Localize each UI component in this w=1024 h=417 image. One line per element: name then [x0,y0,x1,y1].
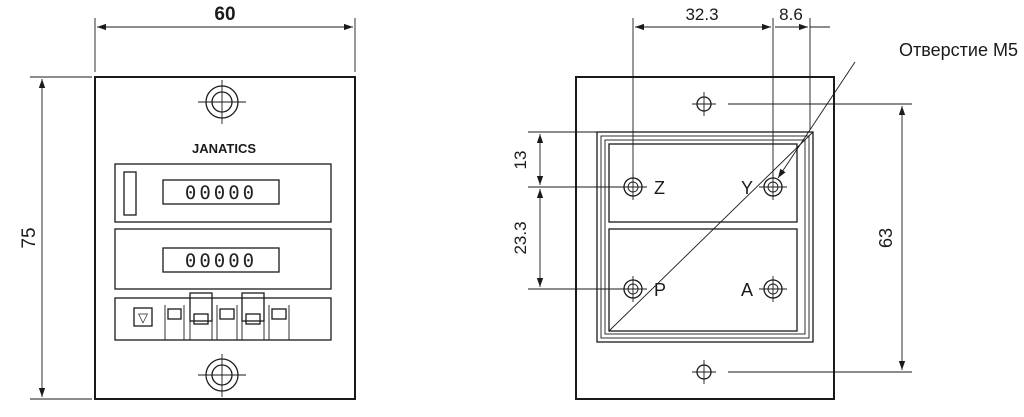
front-view: 60 75 JANATICS 00000 [19,4,356,400]
top-mounting-hole-icon [198,80,246,124]
dip-switch-5[interactable] [268,305,290,340]
front-panel [94,76,356,400]
top-counter: 00000 [114,163,332,223]
right-dimension: 63 [876,106,906,370]
dip-switch-1[interactable] [164,305,185,340]
dim-13: 13 [511,151,530,170]
height-label: 75 [19,227,40,248]
dim-23-3: 23.3 [511,221,530,254]
terminal-a-label: A [741,280,753,300]
reset-button[interactable] [133,307,153,327]
terminal-p-label: P [654,280,666,300]
terminal-p-icon [619,276,647,302]
dip-switch-3[interactable] [216,305,238,340]
bottom-counter: 00000 [114,228,332,290]
dip-switch-4[interactable] [241,292,265,340]
terminal-y-icon [759,174,787,200]
width-dimension: 60 [94,4,356,72]
reset-symbol: ▽ [138,310,148,325]
rear-panel [575,76,835,400]
width-label: 60 [214,4,235,25]
hole-callout-label: Отверстие M5 [899,40,1018,60]
hole-callout: Отверстие M5 [777,40,1018,179]
height-dimension: 75 [19,76,92,400]
bottom-counter-digits: 00000 [185,250,257,272]
terminal-y-label: Y [741,178,753,198]
dim-8-6: 8.6 [779,5,803,24]
dim-32-3: 32.3 [685,5,718,24]
dip-switch-2[interactable] [189,292,213,340]
top-dimensions: 32.3 8.6 [632,5,830,180]
reset-lever-icon [123,171,137,216]
terminal-a-icon [759,276,787,302]
terminal-z-label: Z [654,178,665,198]
terminal-z-icon [619,174,647,200]
brand-label: JANATICS [192,141,256,156]
rear-bottom-hole-icon [692,360,912,384]
switch-strip: ▽ [114,292,332,341]
rear-top-hole-icon [692,92,912,116]
top-counter-digits: 00000 [185,182,257,204]
left-dimensions: 13 23.3 [511,131,620,290]
bottom-mounting-hole-icon [198,354,246,397]
dim-63: 63 [876,228,896,248]
rear-view: 32.3 8.6 Отверстие M5 63 [511,5,1018,400]
